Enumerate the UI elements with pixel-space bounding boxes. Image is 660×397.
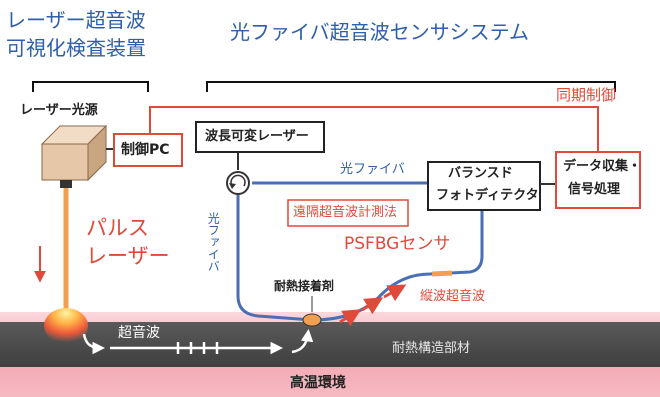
member-label: 耐熱構造部材 <box>392 341 471 356</box>
laser-source-box <box>41 143 89 181</box>
tunable-laser-label: 波長可変レーザー <box>205 129 309 144</box>
sync-line <box>149 106 599 152</box>
fiber-system-brace <box>206 81 616 92</box>
fiber-left-label: 光ファイバ <box>206 212 221 272</box>
balanced-label-line1: バランスド <box>448 166 513 181</box>
pulse-label-line1: パルス <box>86 216 149 240</box>
longitudinal-label: 縦波超音波 <box>420 289 486 304</box>
laser-system-title-line1: レーザー超音波 <box>6 8 146 32</box>
circulator-arrowhead <box>229 183 236 189</box>
psfbg-sensor <box>431 270 453 277</box>
pc-label: 制御PC <box>121 142 170 158</box>
data-label-line2: 信号処理 <box>568 182 621 197</box>
tunable-laser-box <box>195 121 325 153</box>
balanced-detector-box <box>427 161 541 211</box>
data-label-line1: データ収集・ <box>563 159 642 174</box>
remote-method-box <box>287 199 409 227</box>
ultrasound-up-arrow <box>291 329 314 354</box>
longitudinal-arrow-1 <box>339 309 362 327</box>
ultrasound-label: 超音波 <box>118 325 160 341</box>
pulse-label-line2: レーザー <box>86 244 170 268</box>
data-acquisition-box <box>555 151 641 209</box>
adhesive-label: 耐熱接着剤 <box>274 279 335 293</box>
adhesive-blob <box>302 313 322 327</box>
longitudinal-arrow-3 <box>383 284 407 302</box>
balanced-label-line2: フォトディテクタ <box>436 188 539 203</box>
laser-system-brace <box>32 81 149 92</box>
structural-member <box>0 322 660 367</box>
laser-system-title-line2: 可視化検査装置 <box>6 36 146 60</box>
circulator-arrow <box>230 174 246 187</box>
longitudinal-arrow-2 <box>361 297 384 315</box>
psfbg-label: PSFBGセンサ <box>344 234 451 254</box>
laser-source-label: レーザー光源 <box>20 103 98 118</box>
laser-nozzle <box>60 180 72 188</box>
fiber-top-label: 光ファイバ <box>340 162 405 177</box>
hot-spot <box>44 308 88 344</box>
environment-label: 高温環境 <box>290 375 346 391</box>
pc-box <box>113 133 183 167</box>
remote-method-label: 遠隔超音波計測法 <box>293 205 398 220</box>
fiber-system-title: 光ファイバ超音波センサシステム <box>230 20 529 44</box>
sync-label: 同期制御 <box>556 86 617 104</box>
ultrasound-start-arrow <box>82 333 105 355</box>
